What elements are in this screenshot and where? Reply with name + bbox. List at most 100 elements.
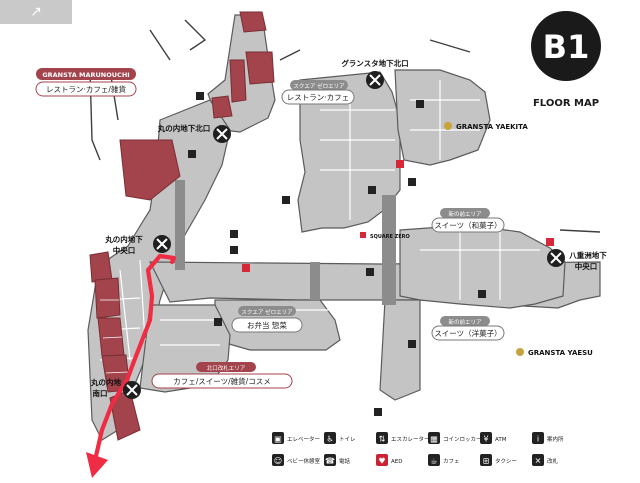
zone-zero-restaurant-tag: スクエア ゼロエリア xyxy=(293,82,345,90)
zone-yogashi[interactable]: 新の前エリア スイーツ（洋菓子） xyxy=(431,316,505,341)
legend: ▣ エレベーター ♿ トイレ ⇅ エスカレーター▦ コインロッカー¥ ATM i 案内所 ☺ベビー休… xyxy=(272,432,564,466)
zone-kitaguchi[interactable]: 北口改札エリア カフェ/スイーツ/雑貨/コスメ xyxy=(151,362,293,389)
legend-item: ▣ エレベーター xyxy=(272,432,320,444)
exit-marunouchi-chuo-label-2: 中央口 xyxy=(113,245,136,255)
brand-square-zero-label: SQUARE ZERO xyxy=(370,234,410,240)
exit-marunouchi-minami-label-1: 丸の内地 xyxy=(90,377,121,387)
atm-icon xyxy=(480,432,492,444)
zone-zero-bento[interactable]: スクエア ゼロエリア お弁当 惣菜 xyxy=(231,306,303,333)
legend-item: i 案内所 xyxy=(532,432,564,444)
back-button[interactable] xyxy=(0,0,72,24)
legend-label: エスカレーター xyxy=(391,435,430,443)
legend-item: ♥ AED xyxy=(376,454,402,466)
legend-item: ¥ ATM xyxy=(480,432,507,444)
facility-icons xyxy=(188,92,554,416)
elevator-icon xyxy=(272,432,284,444)
gate-icon xyxy=(532,454,544,466)
legend-label: ベビー休憩室 xyxy=(287,457,321,465)
elevator-icon-glyph: ▣ xyxy=(274,435,282,444)
taxi-icon-glyph: ⊞ xyxy=(483,457,490,466)
zone-gransta-marunouchi-tag: GRANSTA MARUNOUCHI xyxy=(42,71,129,79)
legend-label: 改札 xyxy=(547,457,559,465)
info-icon xyxy=(532,432,544,444)
taxi-icon xyxy=(480,454,492,466)
exit-yaesu-chuo-label-2: 中央口 xyxy=(575,261,598,271)
aed-icon xyxy=(376,454,388,466)
route-arrow-icon xyxy=(86,452,108,478)
gate-icon-yaesu-chuo xyxy=(547,249,565,267)
escalator-icon-glyph: ⇅ xyxy=(379,435,386,444)
exit-marunouchi-chuo-label-1: 丸の内地下 xyxy=(104,234,143,244)
gate-icon-gransta-kita xyxy=(366,71,384,89)
legend-label: カフェ xyxy=(443,458,460,465)
locker-icon-glyph: ▦ xyxy=(430,435,438,444)
exit-gransta-kita-label: グランスタ地下北口 xyxy=(341,58,408,68)
brand-gransta-yaekita-label: GRANSTA YAEKITA xyxy=(456,123,528,131)
toilet-icon-glyph: ♿ xyxy=(326,435,333,444)
legend-item: ♿ トイレ xyxy=(324,432,356,444)
floor-badge: B1 FLOOR MAP xyxy=(531,11,601,109)
legend-item: ☕ カフェ xyxy=(428,454,460,466)
brand-gransta-yaesu[interactable]: GRANSTA YAESU xyxy=(516,348,593,357)
gate-icon-glyph: ✕ xyxy=(535,457,542,466)
zone-zero-bento-tag: スクエア ゼロエリア xyxy=(241,308,293,316)
cafe-icon xyxy=(428,454,440,466)
floor-badge-circle xyxy=(531,11,601,81)
corridors xyxy=(175,180,396,305)
zone-gransta-marunouchi-label: レストラン·カフェ/雑貨 xyxy=(46,84,126,94)
locker-icon xyxy=(428,432,440,444)
back-icon[interactable]: ↗ xyxy=(30,4,42,20)
legend-label: 電話 xyxy=(339,457,351,465)
red-zone-lines xyxy=(100,299,129,374)
legend-label: エレベーター xyxy=(287,435,320,443)
toilet-icon xyxy=(324,432,336,444)
legend-label: コインロッカー xyxy=(443,436,482,443)
exit-yaesu-chuo-label-1: 八重洲地下 xyxy=(568,250,607,260)
brand-gransta-yaekita[interactable]: GRANSTA YAEKITA xyxy=(444,122,528,131)
phone-icon-glyph: ☎ xyxy=(325,457,335,466)
floor-map-title: FLOOR MAP xyxy=(533,98,599,109)
escalator-icon xyxy=(376,432,388,444)
exit-marunouchi-kita-label: 丸の内地下北口 xyxy=(157,123,211,133)
legend-item: ⇅ エスカレーター xyxy=(376,432,430,444)
legend-item: ☺ベビー休憩室 xyxy=(272,454,321,466)
zone-zero-restaurant[interactable]: スクエア ゼロエリア レストラン·カフェ xyxy=(281,80,355,105)
phone-icon xyxy=(324,454,336,466)
exit-marunouchi-minami-label-2: 南口 xyxy=(93,388,108,398)
legend-label: ATM xyxy=(495,437,507,443)
zone-wagashi[interactable]: 新の前エリア スイーツ（和菓子） xyxy=(431,208,505,233)
zone-yogashi-tag: 新の前エリア xyxy=(448,318,482,326)
zone-wagashi-tag: 新の前エリア xyxy=(448,210,482,218)
legend-label: 案内所 xyxy=(547,435,564,443)
zone-gransta-marunouchi[interactable]: GRANSTA MARUNOUCHI レストラン·カフェ/雑貨 xyxy=(35,68,137,97)
zone-kitaguchi-label: カフェ/スイーツ/雑貨/コスメ xyxy=(173,376,270,386)
info-icon-glyph: i xyxy=(537,435,539,444)
zone-zero-restaurant-label: レストラン·カフェ xyxy=(287,93,349,102)
legend-item: ⊞ タクシー xyxy=(480,454,517,466)
gate-icon-marunouchi-chuo xyxy=(153,235,171,253)
brand-gransta-yaesu-label: GRANSTA YAESU xyxy=(528,349,593,357)
cafe-icon-glyph: ☕ xyxy=(430,457,437,466)
zone-wagashi-label: スイーツ（和菓子） xyxy=(434,220,501,230)
gate-markers xyxy=(123,71,565,399)
atm-icon-glyph: ¥ xyxy=(483,435,488,444)
legend-item: ✕ 改札 xyxy=(532,454,559,466)
red-zones xyxy=(89,11,275,441)
zone-zero-bento-label: お弁当 惣菜 xyxy=(247,320,287,330)
zone-yogashi-label: スイーツ（洋菓子） xyxy=(434,328,501,338)
brand-square-zero[interactable]: SQUARE ZERO xyxy=(360,232,410,240)
legend-label: タクシー xyxy=(495,457,517,465)
baby-icon xyxy=(272,454,284,466)
legend-label: トイレ xyxy=(339,437,356,443)
legend-label: AED xyxy=(391,459,402,465)
legend-item: ☎ 電話 xyxy=(324,454,351,466)
aed-icon-glyph: ♥ xyxy=(378,457,385,466)
gate-icon-marunouchi-minami xyxy=(123,381,141,399)
legend-item: ▦ コインロッカー xyxy=(428,432,482,444)
gate-icon-marunouchi-kita xyxy=(213,125,231,143)
walking-route xyxy=(93,253,177,459)
zone-kitaguchi-tag: 北口改札エリア xyxy=(207,364,246,372)
floor-level: B1 xyxy=(543,28,590,66)
